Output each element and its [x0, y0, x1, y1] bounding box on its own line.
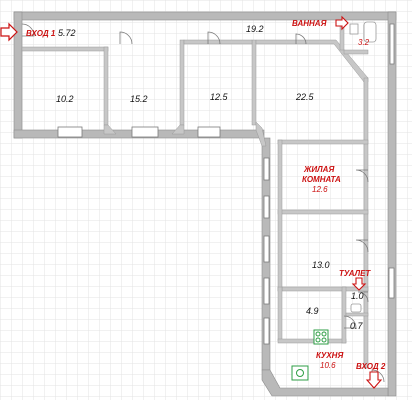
- area-room-c: 12.5: [210, 92, 229, 102]
- area-room-a: 10.2: [56, 94, 74, 104]
- area-kitchen: 10.6: [320, 361, 336, 370]
- area-corridor: 19.2: [246, 24, 264, 34]
- living-room-label-line2: КОМНАТА: [302, 175, 341, 184]
- bathtub-icon: [349, 21, 377, 43]
- interior-walls: [21, 19, 369, 369]
- bathroom-label: ВАННАЯ: [292, 19, 327, 28]
- bay-windows: [57, 126, 221, 138]
- arrow-right-icon: [0, 22, 18, 42]
- area-room-e: 13.0: [312, 260, 330, 270]
- door-swings: [21, 23, 385, 383]
- sink-icon: [291, 365, 309, 381]
- kitchen-label: КУХНЯ: [316, 351, 343, 360]
- area-room-f: 4.9: [306, 306, 319, 316]
- living-room-label-line1: ЖИЛАЯ: [303, 165, 334, 174]
- area-entry-hall: 5.72: [58, 28, 76, 38]
- side-windows: [263, 23, 395, 345]
- toilet-label: ТУАЛЕТ: [339, 269, 371, 278]
- area-closet: 0.7: [350, 321, 364, 331]
- area-room-d: 22.5: [295, 92, 315, 102]
- arrow-right-icon: [335, 15, 349, 31]
- toilet-fixture: [350, 303, 362, 313]
- area-living-room: 12.6: [312, 185, 328, 194]
- arrow-down-icon: [351, 277, 367, 291]
- entrance-2-label: ВХОД 2: [356, 362, 386, 371]
- entrance-1-label: ВХОД 1: [26, 29, 56, 38]
- area-toilet: 1.0: [351, 291, 364, 301]
- stove-icon: [313, 329, 329, 345]
- arrow-down-icon: [365, 371, 383, 389]
- area-bathroom: 3.2: [358, 38, 370, 47]
- area-room-b: 15.2: [130, 94, 148, 104]
